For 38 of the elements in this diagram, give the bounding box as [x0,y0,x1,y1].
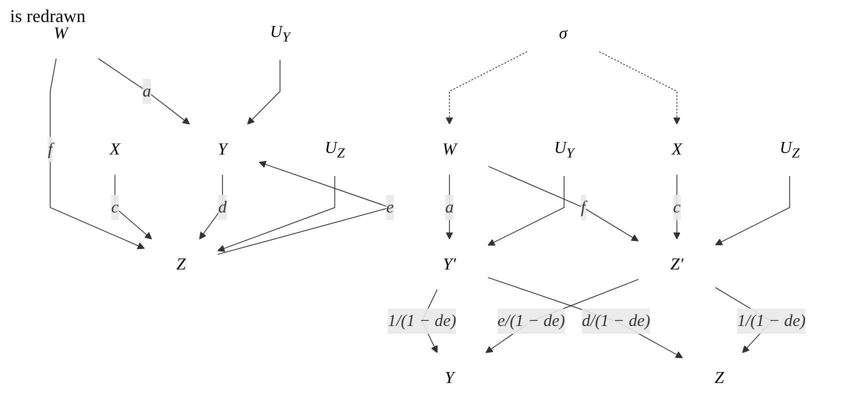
node-text: W [442,140,456,159]
edge-label: a [445,198,454,217]
edge-label: e/(1 − de) [497,312,565,330]
edge-label: f [48,140,52,159]
node-text: Y [444,368,454,388]
node-text: U$_{Z}$ [779,138,800,161]
node-text: U$_{Y}$ [270,22,290,45]
edge-label: f [580,198,586,217]
arrow [487,277,683,358]
arrow [446,51,528,125]
edge-label: c [111,198,119,217]
node-text: U$_{Z}$ [324,138,345,161]
edge-label: e [386,198,394,217]
node-text: Z [176,255,186,274]
arrow [487,176,564,246]
node-text: X [110,140,120,159]
edge-label: 1/(1 − de) [388,312,456,330]
node-text: Y′ [442,255,456,274]
edge-label: 1/(1 − de) [737,312,806,330]
arrow [246,59,280,125]
node-text: U$_{Y}$ [554,138,574,161]
arrow [672,174,680,240]
node-text: Z [714,368,724,388]
node-text: Z′ [670,255,684,274]
arrow [98,58,190,125]
arrow [488,166,638,242]
arrow [50,58,145,250]
arrow [217,176,335,252]
arrow [714,176,790,246]
edge-label: a [142,82,151,101]
edge-label: c [672,198,680,217]
node-text: X [672,140,682,159]
edge-label: d [218,198,226,217]
node-text: Y [218,140,227,159]
node-text: σ [558,24,568,43]
edge-label: d/(1 − de) [582,312,650,330]
arrow [598,51,680,125]
arrow [485,278,639,354]
